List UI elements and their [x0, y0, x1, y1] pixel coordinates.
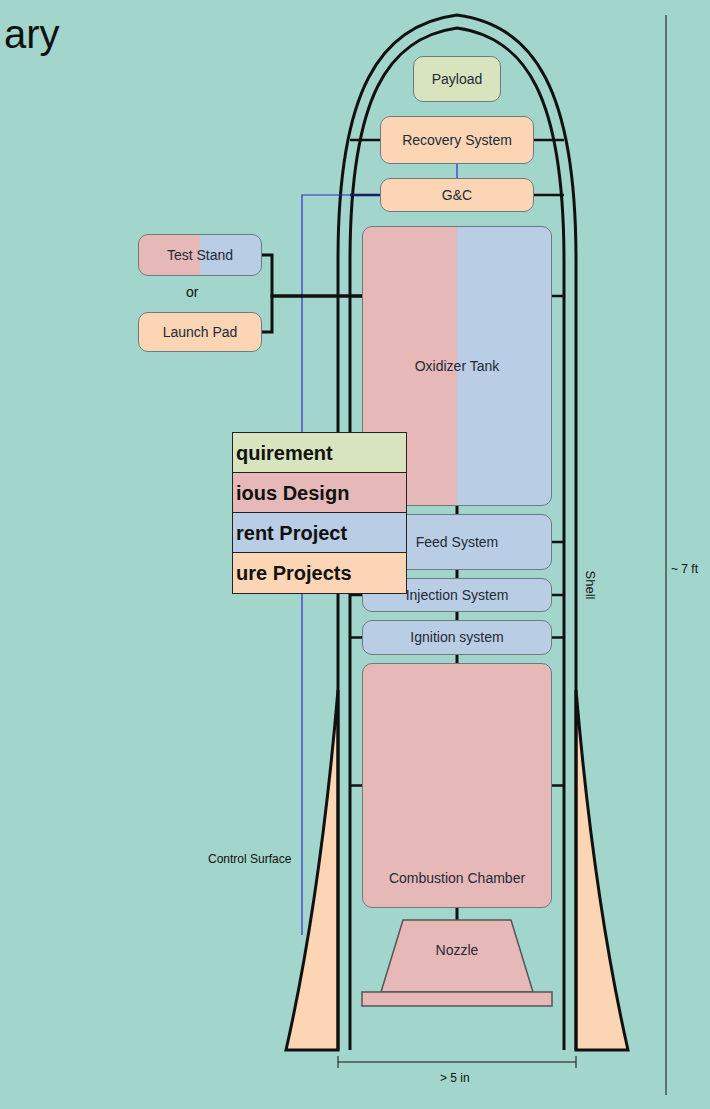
- legend-box: quirementious Designrent Projecture Proj…: [232, 432, 407, 594]
- mount-strut: [534, 139, 564, 142]
- node-label: Payload: [432, 71, 483, 88]
- dimension-label: > 5 in: [440, 1071, 470, 1085]
- mount-strut: [552, 784, 564, 787]
- legend-text: ure Projects: [233, 553, 406, 593]
- slide-title: ary: [4, 12, 60, 57]
- node-label: Recovery System: [402, 132, 512, 149]
- length-dimension-line: [666, 15, 667, 1095]
- mount-strut: [350, 784, 362, 787]
- connector: [262, 255, 362, 296]
- nozzle-exit-ring: [362, 992, 552, 1006]
- connector: [456, 908, 459, 920]
- legend-text: rent Project: [233, 513, 406, 553]
- node-label: G&C: [442, 187, 472, 204]
- node-label: Feed System: [416, 534, 498, 551]
- left-fin: [286, 690, 338, 1050]
- subsystem-box: G&C: [380, 178, 534, 212]
- subsystem-box: Ignition system: [362, 620, 552, 655]
- part-label: Shell: [583, 571, 598, 600]
- connector: [262, 296, 362, 332]
- legend-text: ious Design: [233, 473, 406, 513]
- ground-box: Launch Pad: [138, 312, 262, 352]
- mount-strut: [552, 295, 564, 298]
- legend-swatch: ious Design: [233, 473, 406, 513]
- legend-swatch: rent Project: [233, 513, 406, 553]
- dimension-tick: [338, 1056, 339, 1068]
- mount-strut: [350, 636, 362, 639]
- payload-box: Payload: [413, 56, 501, 102]
- dimension-tick: [576, 1056, 577, 1068]
- node-label: Nozzle: [436, 942, 479, 959]
- node-label: Oxidizer Tank: [415, 358, 500, 375]
- mount-strut: [534, 194, 564, 197]
- mount-strut: [350, 139, 380, 142]
- right-fin: [576, 690, 628, 1050]
- nozzle-cone: [381, 920, 533, 992]
- ground-box: Test Stand: [138, 234, 262, 276]
- or-note: or: [186, 284, 198, 300]
- legend-swatch: ure Projects: [233, 553, 406, 593]
- node-label: Combustion Chamber: [389, 870, 525, 887]
- node-label: Ignition system: [410, 629, 503, 646]
- dimension-label: ~ 7 ft: [671, 562, 698, 576]
- mount-strut: [552, 636, 564, 639]
- mount-strut: [350, 594, 362, 597]
- mount-strut: [552, 594, 564, 597]
- subsystem-box: Recovery System: [380, 116, 534, 164]
- legend-text: quirement: [233, 433, 406, 473]
- nozzle-shape: Nozzle: [361, 918, 553, 1008]
- node-label: Launch Pad: [163, 324, 238, 341]
- chamber-box: Combustion Chamber: [362, 663, 552, 908]
- mount-strut: [552, 541, 564, 544]
- diameter-dimension-line: [338, 1062, 576, 1063]
- node-label: Test Stand: [167, 247, 233, 264]
- part-label: Control Surface: [208, 852, 291, 866]
- legend-swatch: quirement: [233, 433, 406, 473]
- node-label: Injection System: [406, 587, 509, 604]
- nozzle-outline: [361, 918, 553, 1008]
